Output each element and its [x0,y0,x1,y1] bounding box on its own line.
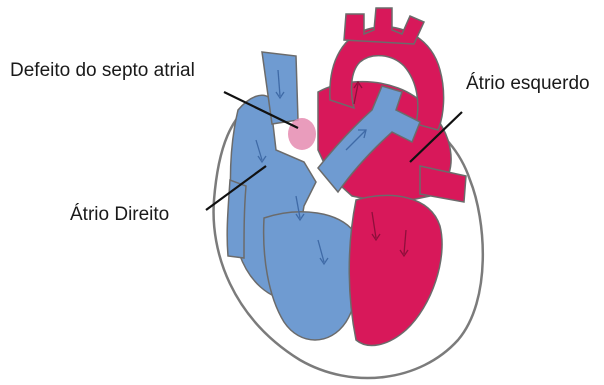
label-septal-defect: Defeito do septo atrial [10,61,195,80]
left-ventricle [349,196,442,346]
label-right-atrium: Átrio Direito [70,205,169,224]
label-left-atrium: Átrio esquerdo [466,74,590,93]
aortic-branches [344,8,424,44]
right-ventricle [264,212,359,340]
septal-defect-spot [288,118,316,150]
